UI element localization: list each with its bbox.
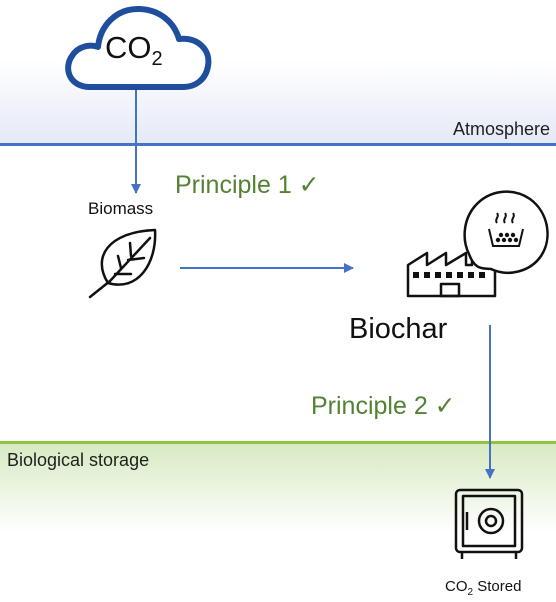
biochar-pot-icon [488, 212, 524, 247]
cloud-icon [65, 5, 212, 90]
factory-windows [413, 272, 485, 278]
biochar-pot-contents [495, 232, 519, 243]
safe-icon [454, 488, 524, 559]
principle-1-label: Principle 1 ✓ [175, 171, 320, 199]
biomass-label: Biomass [88, 199, 154, 218]
co2-stored-label: CO2 Stored [445, 578, 522, 598]
biological-storage-boundary-line [0, 441, 556, 444]
biochar-label: Biochar [349, 313, 448, 345]
leaf-icon [88, 228, 157, 299]
atmosphere-boundary-line [0, 143, 556, 146]
principle-2-label: Principle 2 ✓ [311, 392, 456, 420]
cloud-co2-label: CO2 [105, 30, 163, 71]
atmosphere-label: Atmosphere [452, 119, 550, 139]
biological-storage-label: Biological storage [7, 450, 150, 470]
biochar-bubble [463, 190, 549, 274]
